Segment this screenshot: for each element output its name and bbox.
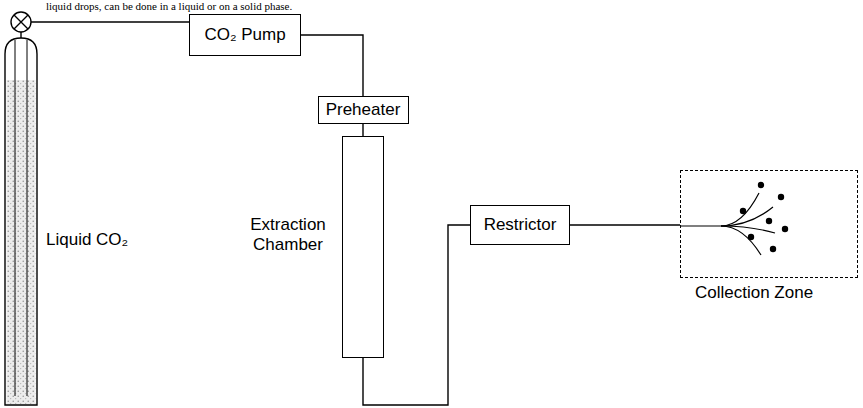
droplet <box>748 234 754 240</box>
spray-illustration <box>681 171 857 277</box>
droplet <box>778 194 784 200</box>
co2-cylinder: Liquid CO₂ <box>2 10 40 406</box>
dip-tube <box>15 40 16 396</box>
pump-box: CO₂ Pump <box>189 14 301 56</box>
valve-neck <box>20 32 21 38</box>
part-label: Liquid CO₂ <box>46 230 146 250</box>
box-label: Preheater <box>326 100 401 120</box>
spray-line <box>721 226 761 255</box>
preheater-box: Preheater <box>318 96 409 124</box>
extraction-chamber: Extraction Chamber <box>342 136 384 358</box>
collection-zone: Collection Zone <box>680 170 858 278</box>
part-label: Collection Zone <box>695 283 855 303</box>
spray-line <box>681 225 721 226</box>
pipe-line <box>31 21 189 22</box>
dip-tube <box>27 40 28 396</box>
box-label: Restrictor <box>484 215 557 235</box>
gas-cylinder <box>2 10 40 406</box>
droplet <box>770 246 776 252</box>
pipe-line <box>570 224 680 225</box>
caption-fragment: liquid drops, can be done in a liquid or… <box>46 0 292 12</box>
valve-symbol <box>11 12 31 32</box>
part-label: Extraction Chamber <box>243 215 333 255</box>
cylinder-body <box>5 38 37 405</box>
box-label: CO₂ Pump <box>204 25 285 45</box>
liquid-fill <box>7 80 36 404</box>
droplet <box>782 226 788 232</box>
spray-line <box>721 193 759 226</box>
restrictor-box: Restrictor <box>470 205 570 245</box>
pipe-line <box>362 124 363 136</box>
droplet <box>766 218 772 224</box>
droplet <box>758 182 764 188</box>
spray-line <box>721 207 773 226</box>
valve-cross <box>14 15 28 29</box>
droplet <box>740 208 746 214</box>
pipe-line <box>301 35 363 96</box>
